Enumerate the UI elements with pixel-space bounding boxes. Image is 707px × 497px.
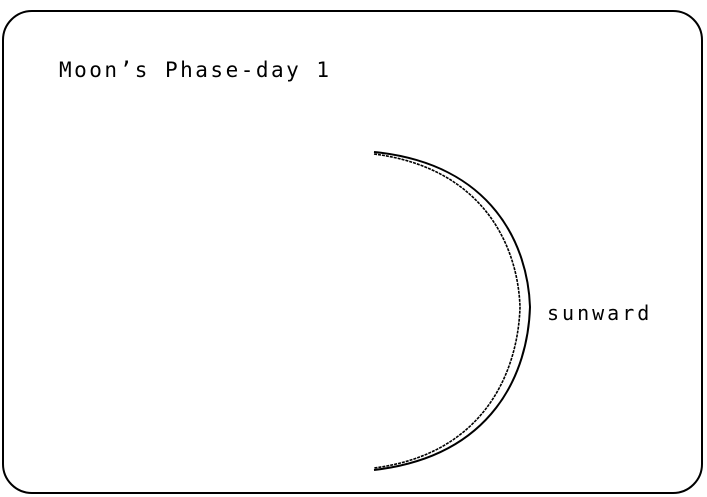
moon-crescent — [344, 132, 564, 492]
page-title: Moon’s Phase-day 1 — [59, 58, 332, 82]
moon-terminator — [373, 153, 521, 469]
screen-frame: Moon’s Phase-day 1 sunward — [2, 10, 703, 494]
moon-crescent-svg — [373, 151, 532, 471]
moon-outer-limb — [373, 151, 532, 471]
sunward-label: sunward — [547, 301, 653, 325]
